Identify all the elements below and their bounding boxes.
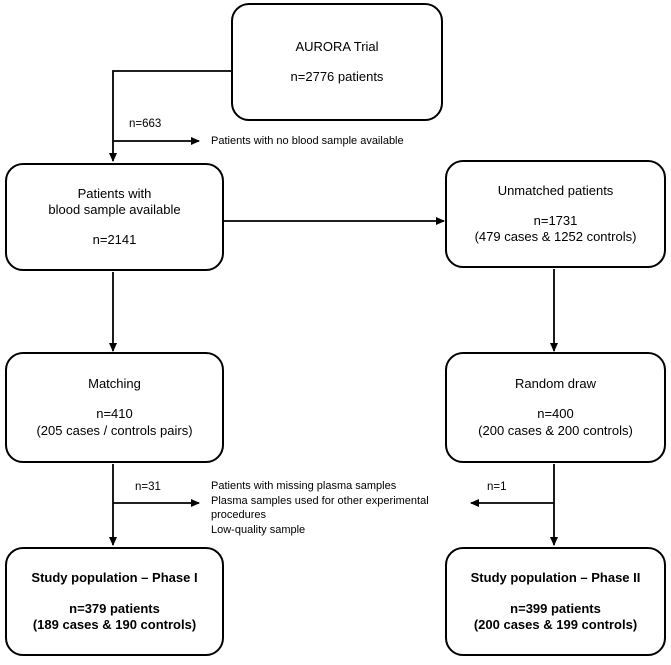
node-study-population-phase-2[interactable]: Study population – Phase II n=399 patien… xyxy=(445,547,666,656)
edge-label-excluded-no-blood: n=663 xyxy=(129,118,162,130)
node-study-population-phase-1-title: Study population – Phase I xyxy=(31,569,198,585)
edge-label-excluded-phase1: n=31 xyxy=(135,481,161,493)
node-blood-sample-available-title: Patients with blood sample available xyxy=(48,185,181,217)
node-study-population-phase-1[interactable]: Study population – Phase I n=379 patient… xyxy=(5,547,224,656)
node-aurora-trial[interactable]: AURORA Trial n=2776 patients xyxy=(231,3,443,121)
node-unmatched-patients-detail: n=1731 (479 cases & 1252 controls) xyxy=(474,212,637,245)
node-aurora-trial-detail: n=2776 patients xyxy=(290,69,384,84)
node-random-draw[interactable]: Random draw n=400 (200 cases & 200 contr… xyxy=(445,352,666,463)
node-blood-sample-available[interactable]: Patients with blood sample available n=2… xyxy=(5,163,224,271)
node-matching[interactable]: Matching n=410 (205 cases / controls pai… xyxy=(5,352,224,463)
node-blood-sample-available-detail: n=2141 xyxy=(92,232,137,248)
node-study-population-phase-2-title: Study population – Phase II xyxy=(470,569,641,585)
node-study-population-phase-2-detail: n=399 patients (200 cases & 199 controls… xyxy=(473,600,638,633)
node-matching-detail: n=410 (205 cases / controls pairs) xyxy=(36,406,193,438)
node-matching-title: Matching xyxy=(88,376,141,392)
node-random-draw-detail: n=400 (200 cases & 200 controls) xyxy=(478,406,633,438)
node-unmatched-patients-title: Unmatched patients xyxy=(497,182,614,198)
edge-label-excluded-phase2: n=1 xyxy=(487,481,507,493)
node-unmatched-patients[interactable]: Unmatched patients n=1731 (479 cases & 1… xyxy=(445,160,666,268)
node-study-population-phase-1-detail: n=379 patients (189 cases & 190 controls… xyxy=(32,600,197,633)
node-aurora-trial-title: AURORA Trial xyxy=(295,38,379,54)
note-no-blood-sample: Patients with no blood sample available xyxy=(211,135,404,147)
node-random-draw-title: Random draw xyxy=(515,376,596,392)
note-plasma-exclusions: Patients with missing plasma samples Pla… xyxy=(211,480,429,536)
